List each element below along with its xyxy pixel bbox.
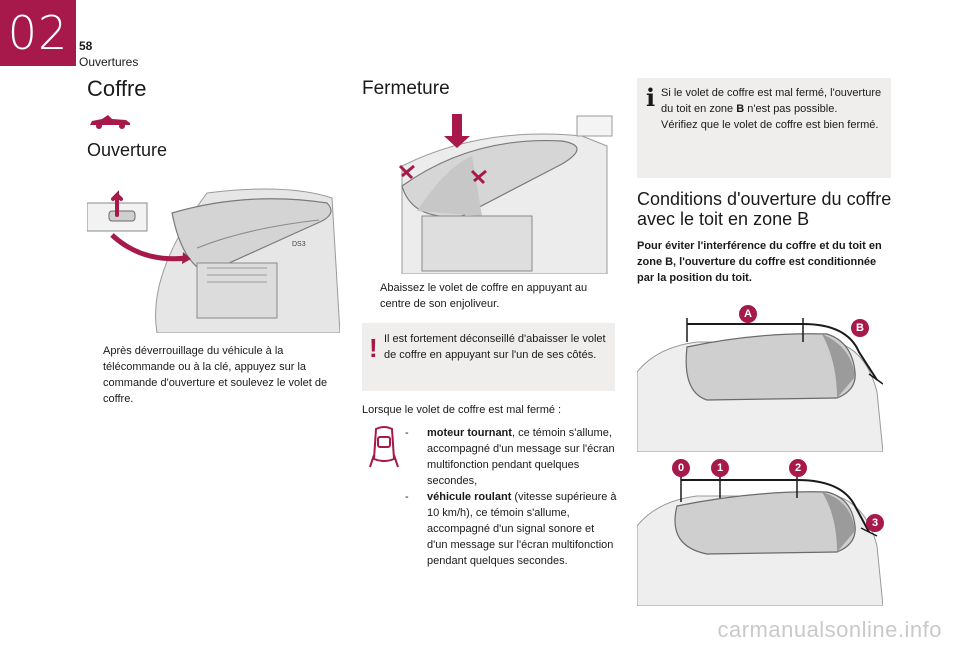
position-marker-0: 0 bbox=[672, 459, 690, 477]
subtitle-ouverture: Ouverture bbox=[87, 140, 168, 160]
warning-text: Il est fortement déconseillé d'abaisser … bbox=[384, 333, 606, 361]
chapter-number: 02 bbox=[7, 6, 69, 60]
warning-item-engine-running: - moteur tournant, ce témoin s'allume, a… bbox=[405, 425, 617, 489]
info-text-check: Vérifiez que le volet de coffre est bien… bbox=[661, 119, 879, 131]
bullet-ouverture: Après déverrouillage du véhicule à la té… bbox=[89, 343, 337, 407]
item-desc-vehicle-moving: (vitesse supérieure à 10 km/h), ce témoi… bbox=[427, 491, 617, 567]
page-number: 58 bbox=[79, 39, 93, 53]
chapter-tab: 02 bbox=[0, 0, 76, 66]
conditions-lead: Pour éviter l'interférence du coffre et … bbox=[637, 240, 882, 284]
bullet-fermeture-text: Abaissez le volet de coffre en appuyant … bbox=[380, 282, 588, 310]
trunk-closing-illustration bbox=[362, 106, 615, 274]
title-fermeture: Fermeture bbox=[362, 78, 450, 99]
item-desc-engine-running: , ce témoin s'allume, accompagné d'un me… bbox=[427, 427, 615, 487]
roof-positions-illustration: 0 1 2 3 bbox=[636, 456, 884, 607]
item-label-vehicle-moving: véhicule roulant bbox=[427, 491, 512, 503]
info-zone-label: B bbox=[736, 103, 745, 115]
bullet-fermeture: Abaissez le volet de coffre en appuyant … bbox=[366, 280, 616, 312]
info-text-part2: n'est pas possible. bbox=[744, 103, 838, 115]
trunk-opening-illustration: DS3 bbox=[87, 173, 340, 333]
watermark: carmanualsonline.info bbox=[717, 617, 942, 642]
dash-marker: - bbox=[405, 427, 409, 439]
title-coffre: Coffre bbox=[87, 76, 147, 101]
zone-marker-a: A bbox=[739, 305, 757, 323]
ds3-badge: DS3 bbox=[292, 241, 306, 248]
zone-marker-b: B bbox=[851, 319, 869, 337]
title-conditions: Conditions d'ouverture du coffre avec le… bbox=[637, 189, 892, 229]
convertible-car-icon bbox=[90, 115, 130, 129]
position-marker-3: 3 bbox=[866, 514, 884, 532]
info-text-part1: Si le volet de coffre est mal fermé, l'o… bbox=[661, 87, 882, 115]
warning-icon: ! bbox=[369, 333, 378, 363]
item-label-engine-running: moteur tournant bbox=[427, 427, 512, 439]
info-box: i Si le volet de coffre est mal fermé, l… bbox=[637, 78, 891, 178]
roof-zones-ab-illustration: A B bbox=[636, 302, 884, 453]
info-text: Si le volet de coffre est mal fermé, l'o… bbox=[661, 85, 883, 133]
dash-marker: - bbox=[405, 491, 409, 503]
warning-box: ! Il est fortement déconseillé d'abaisse… bbox=[362, 323, 615, 391]
improper-close-lead: Lorsque le volet de coffre est mal fermé… bbox=[362, 404, 562, 416]
trunk-open-warning-icon bbox=[369, 426, 399, 468]
bullet-ouverture-text: Après déverrouillage du véhicule à la té… bbox=[103, 345, 328, 405]
position-marker-1: 1 bbox=[711, 459, 729, 477]
info-icon: i bbox=[646, 83, 656, 112]
warning-item-vehicle-moving: - véhicule roulant (vitesse supérieure à… bbox=[405, 489, 617, 569]
position-marker-2: 2 bbox=[789, 459, 807, 477]
section-name: Ouvertures bbox=[79, 55, 139, 69]
